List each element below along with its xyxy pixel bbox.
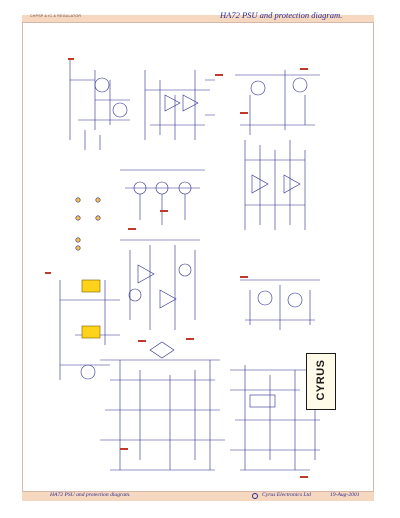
center-circuit-block [120, 239, 200, 330]
optocoupler-upper [81, 279, 101, 293]
regulator-block-upper-left [69, 60, 130, 150]
footer-company: Cyrus Electronics Ltd [262, 492, 311, 498]
footer-date: 19-Aug-2001 [330, 492, 360, 498]
drawing-frame [22, 22, 374, 492]
transistor-chain-middle [120, 169, 205, 225]
footer-title: HA72 PSU and protection diagram. [50, 492, 131, 498]
diagram-title: HA72 PSU and protection diagram. [220, 10, 343, 20]
test-points [75, 197, 101, 251]
component-designators [45, 58, 308, 478]
transistor-pair-right [240, 279, 320, 330]
footer-banner [22, 492, 374, 501]
optocoupler-lower [81, 325, 101, 339]
protection-block-right [244, 140, 306, 230]
cyrus-logo: CYRUS [306, 353, 336, 410]
transistor-block-upper-right [235, 70, 320, 135]
psu-section-bottom [100, 341, 320, 471]
header-banner [22, 15, 374, 22]
cyrus-logo-text: CYRUS [315, 359, 327, 401]
sheet-reference: CHPSP & IC & REGULATOR [30, 14, 82, 18]
cyrus-emblem-icon [252, 493, 258, 499]
opamp-block-upper-middle [144, 70, 215, 140]
